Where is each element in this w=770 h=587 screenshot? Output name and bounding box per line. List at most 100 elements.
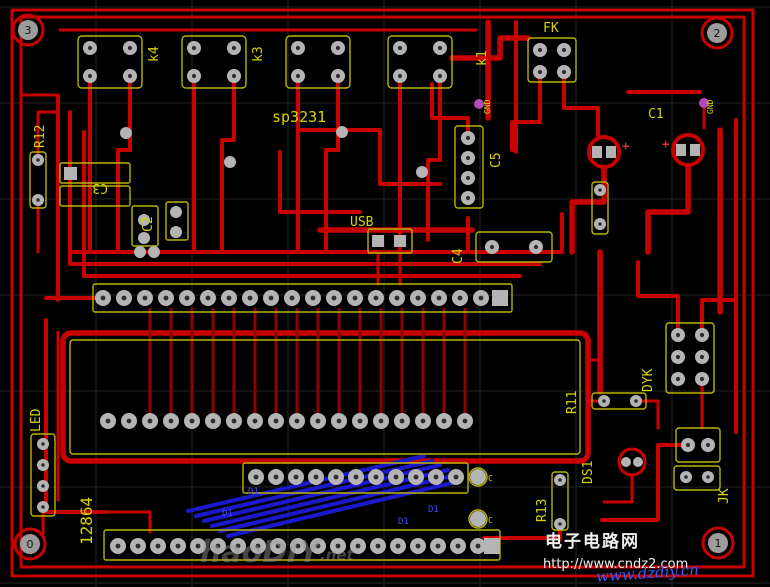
pad-hole <box>706 475 710 479</box>
corner-marker-top-right: 2 <box>700 16 734 50</box>
pad-hole <box>252 418 258 424</box>
trace <box>278 150 362 214</box>
trace <box>36 110 60 162</box>
pad-hole <box>189 418 195 424</box>
label-r13: R13 <box>535 499 550 522</box>
pad-hole <box>126 418 132 424</box>
pad <box>138 214 150 226</box>
component-r12[interactable] <box>29 151 47 209</box>
pad-hole <box>395 543 401 549</box>
pad-hole <box>100 295 106 301</box>
pad-hole <box>142 295 148 301</box>
pad-hole <box>273 418 279 424</box>
pad-hole <box>699 354 705 360</box>
pad <box>633 457 643 467</box>
component-crystal[interactable] <box>591 181 609 235</box>
pad-hole <box>413 474 419 480</box>
watermarks: haoDIY.net 电子电路网 http://www.cndz2.com ww… <box>200 531 699 586</box>
corner-marker-top-left: 3 <box>11 13 45 47</box>
component-fk[interactable] <box>527 37 577 83</box>
pad-hole <box>373 474 379 480</box>
pad-hole <box>41 484 45 488</box>
component-c3-c2-cluster[interactable] <box>59 162 189 258</box>
test-point-upper[interactable]: C <box>468 467 493 487</box>
pad-hole <box>465 175 471 181</box>
corner-number: 3 <box>25 24 32 37</box>
component-lcd-module[interactable] <box>69 339 581 455</box>
component-cap-c1a[interactable]: + <box>587 135 629 169</box>
pad-hole <box>373 295 379 301</box>
pad-hole <box>634 399 638 403</box>
component-header-bottom[interactable] <box>103 529 501 561</box>
pad-hole <box>465 155 471 161</box>
label-ds1: DS1 <box>581 461 596 484</box>
label-c1: C1 <box>648 107 664 122</box>
pad-hole <box>331 295 337 301</box>
pad <box>138 232 150 244</box>
pad-hole <box>127 45 133 51</box>
pad-hole <box>184 295 190 301</box>
component-mid-connector[interactable] <box>242 462 469 494</box>
pad-hole <box>115 543 121 549</box>
pad-hole <box>335 45 341 51</box>
pad-hole <box>294 418 300 424</box>
pad-hole <box>275 543 281 549</box>
label-dyk: DYK <box>641 368 656 392</box>
component-button-k4[interactable] <box>181 35 247 89</box>
component-led[interactable] <box>30 433 56 517</box>
pad-hole <box>355 543 361 549</box>
pad-hole <box>441 418 447 424</box>
pad-hole <box>121 295 127 301</box>
trace <box>116 74 132 254</box>
pad <box>621 457 631 467</box>
component-header-main[interactable] <box>92 283 513 313</box>
pad-hole <box>41 442 45 446</box>
pad-hole <box>453 474 459 480</box>
board-outline <box>10 8 755 578</box>
label-usb: USB <box>350 215 374 230</box>
component-usb[interactable] <box>367 228 413 254</box>
component-sp3231[interactable] <box>454 125 484 209</box>
component-c4[interactable] <box>475 231 553 263</box>
pad-hole <box>455 543 461 549</box>
trace <box>102 510 152 534</box>
pad-hole <box>295 73 301 79</box>
label-r12: R12 <box>33 125 48 148</box>
ground-loop-trace <box>60 330 591 464</box>
component-cap-c1b[interactable]: + <box>662 133 705 167</box>
pad-hole <box>335 73 341 79</box>
trace <box>220 74 236 254</box>
pad-hole <box>335 543 341 549</box>
pad-hole <box>457 295 463 301</box>
label-fk: FK <box>543 21 559 36</box>
component-dyk[interactable] <box>665 322 715 394</box>
label-r11: R11 <box>565 391 580 414</box>
component-button-1[interactable] <box>77 35 143 89</box>
test-point-lower[interactable]: C <box>468 509 493 529</box>
pad <box>170 206 182 218</box>
pad <box>606 146 616 158</box>
pad-hole <box>537 47 543 53</box>
component-jk[interactable] <box>673 427 721 491</box>
pad-hole <box>87 45 93 51</box>
component-r13[interactable] <box>551 471 569 531</box>
component-r11[interactable] <box>591 392 647 410</box>
pad-hole <box>293 474 299 480</box>
pad <box>484 538 500 554</box>
pad-hole <box>465 195 471 201</box>
watermark-site-url: http://www.cndz2.com <box>543 557 688 572</box>
label-k1: k1 <box>475 50 490 66</box>
gnd-vias <box>474 98 709 109</box>
pad-hole <box>415 543 421 549</box>
trace <box>645 163 691 255</box>
component-button-k1[interactable] <box>387 35 453 89</box>
pad-hole <box>253 474 259 480</box>
component-button-k3[interactable] <box>285 35 351 89</box>
pad-hole <box>268 295 274 301</box>
pad-hole <box>255 543 261 549</box>
pad <box>170 226 182 238</box>
pad-hole <box>397 45 403 51</box>
component-ds1[interactable] <box>617 447 647 477</box>
